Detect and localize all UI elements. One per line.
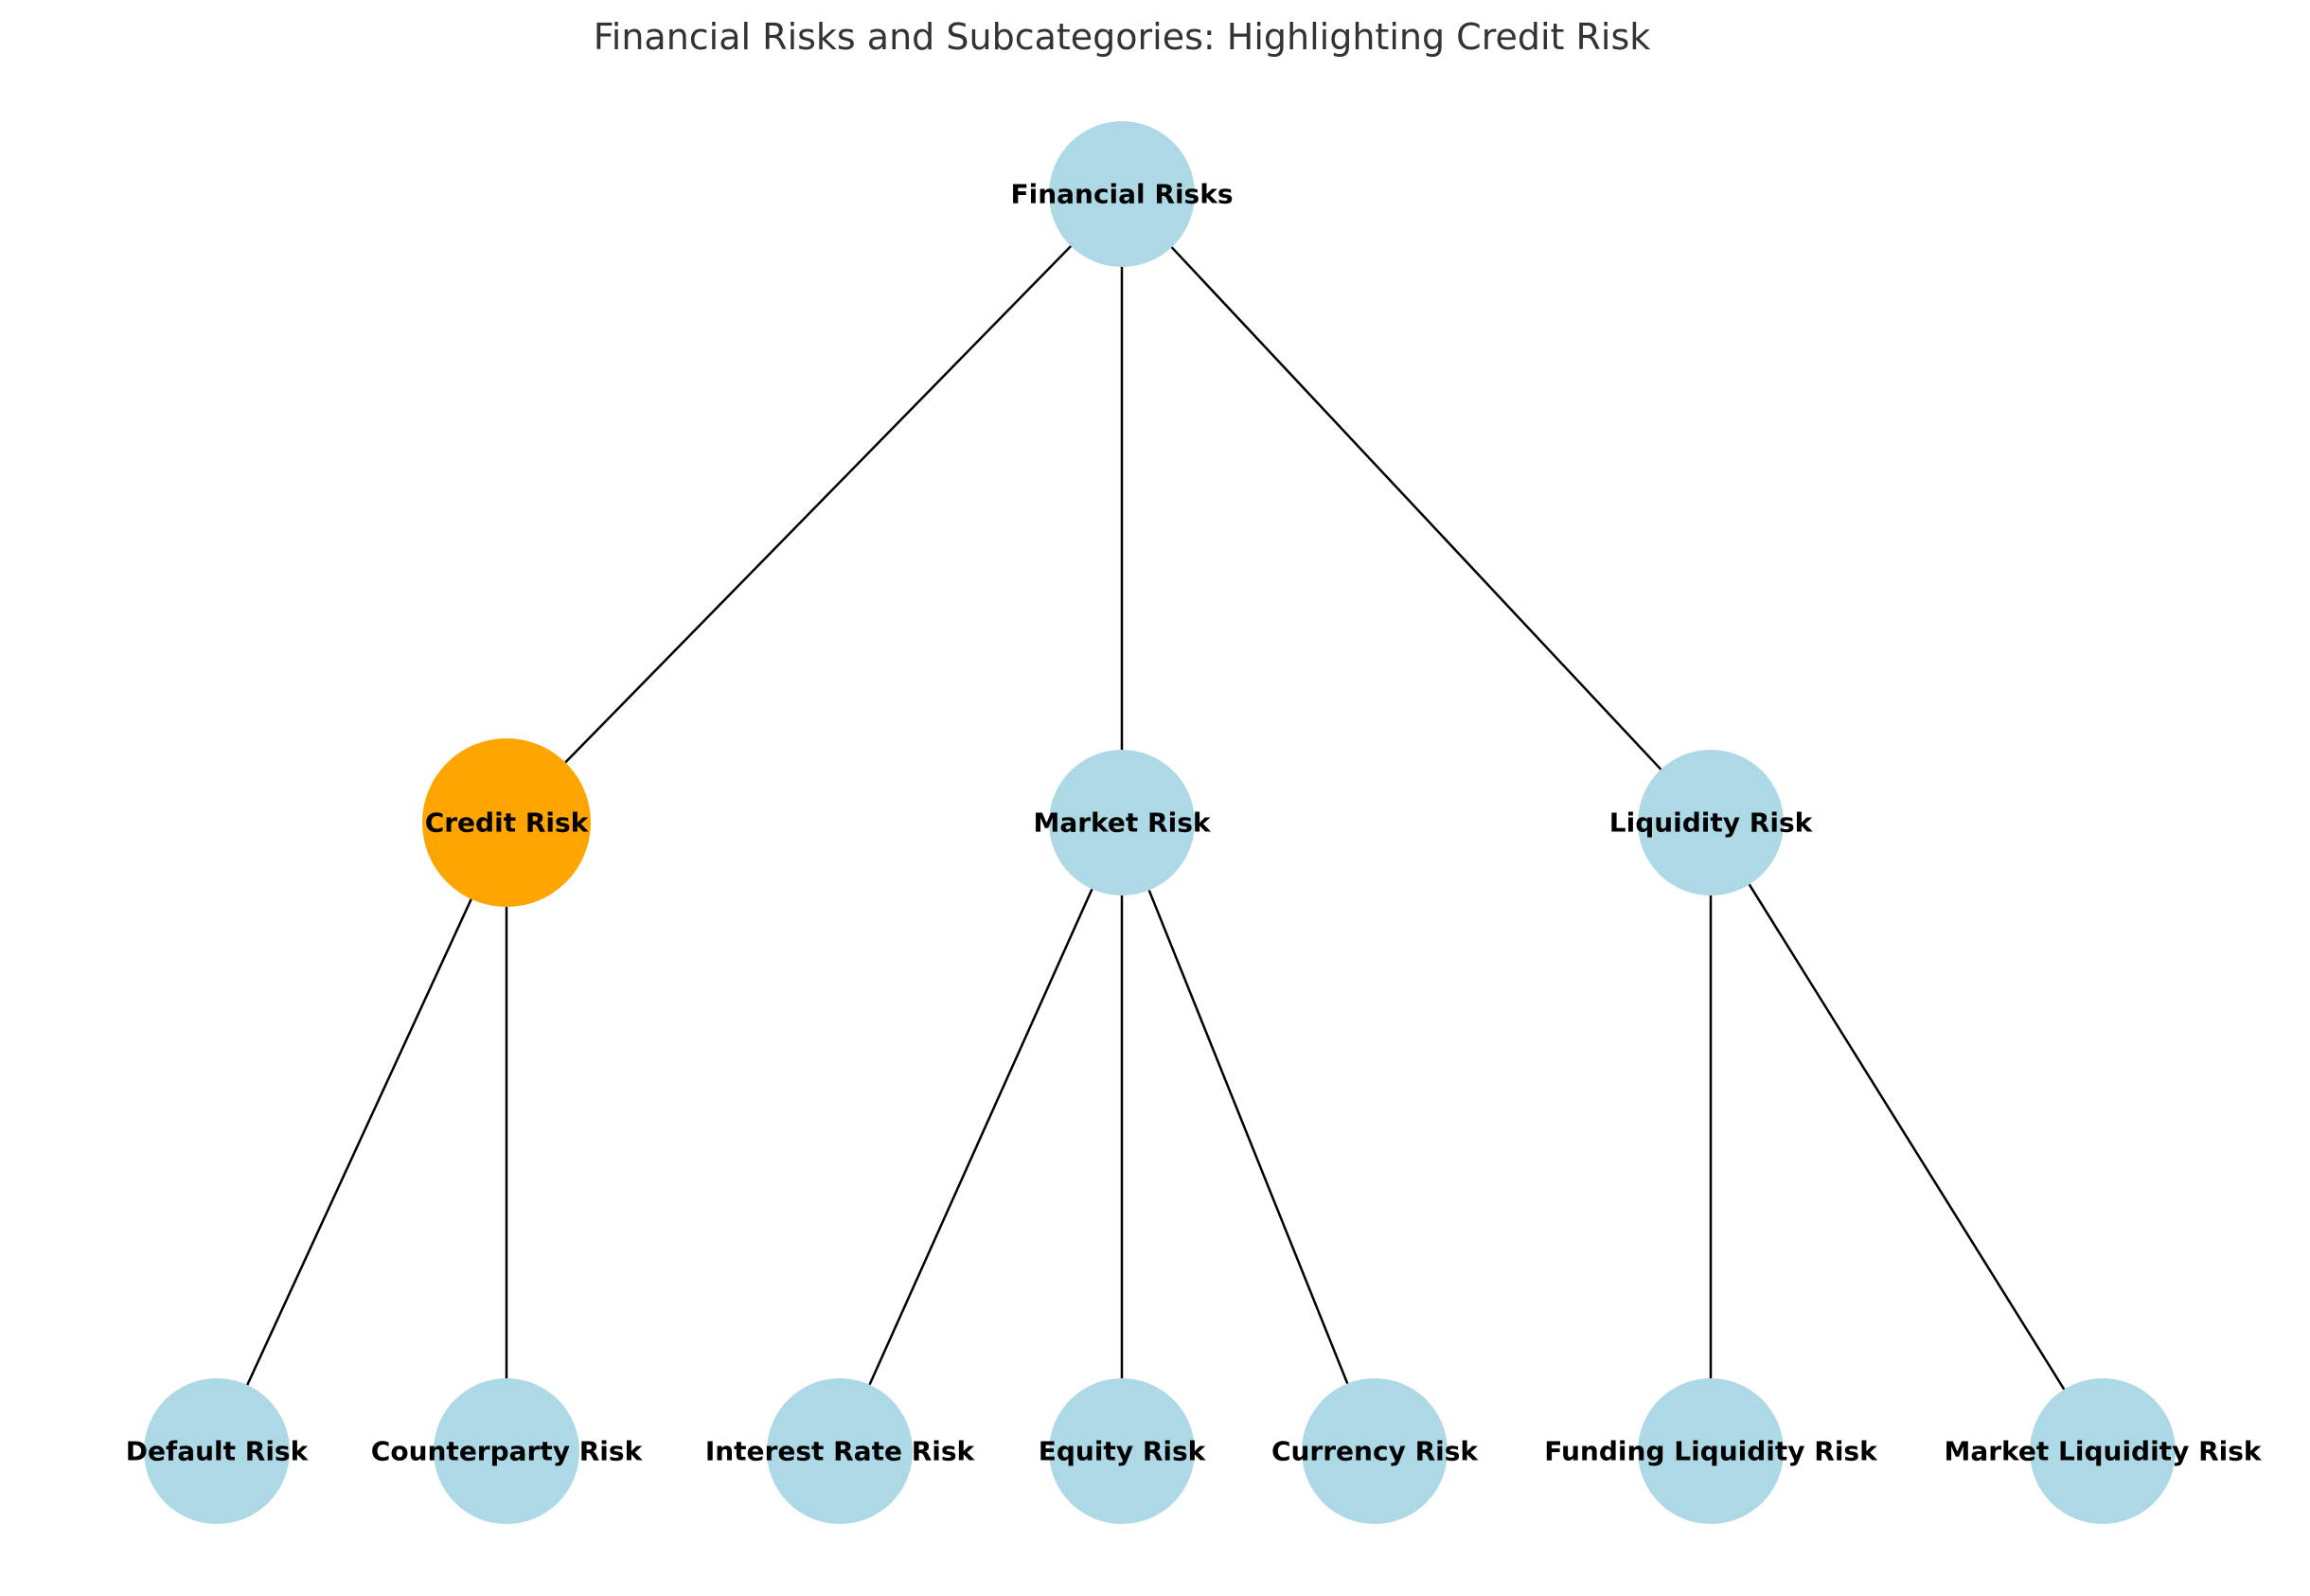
node-circle-financial (1049, 121, 1195, 267)
edge-group (246, 245, 2066, 1391)
node-funding: Funding Liquidity Risk (1544, 1378, 1878, 1524)
node-label-currency: Currency Risk (1271, 1436, 1479, 1467)
node-circle-interest (767, 1378, 913, 1524)
node-counterparty: Counterparty Risk (371, 1378, 644, 1524)
node-label-market: Market Risk (1033, 807, 1211, 839)
node-circle-mliquidity (2030, 1378, 2176, 1524)
node-mliquidity: Market Liquidity Risk (1944, 1378, 2263, 1524)
node-circle-equity (1049, 1378, 1195, 1524)
node-label-counterparty: Counterparty Risk (371, 1436, 644, 1467)
node-liquidity: Liquidity Risk (1609, 750, 1814, 896)
diagram-title: Financial Risks and Subcategories: Highl… (594, 16, 1651, 58)
node-circle-default (144, 1378, 290, 1524)
node-circle-credit (422, 738, 591, 907)
node-currency: Currency Risk (1271, 1378, 1479, 1524)
node-label-interest: Interest Rate Risk (705, 1436, 976, 1467)
node-label-financial: Financial Risks (1010, 179, 1233, 210)
node-label-credit: Credit Risk (425, 807, 590, 839)
node-credit: Credit Risk (422, 738, 591, 907)
node-label-liquidity: Liquidity Risk (1609, 807, 1814, 839)
node-label-mliquidity: Market Liquidity Risk (1944, 1436, 2262, 1467)
edge-financial-liquidity (1170, 246, 1662, 771)
node-interest: Interest Rate Risk (705, 1378, 976, 1524)
edge-financial-credit (564, 245, 1073, 764)
node-circle-currency (1302, 1378, 1448, 1524)
edge-credit-default (246, 898, 472, 1386)
node-label-default: Default Risk (126, 1436, 310, 1467)
node-circle-funding (1638, 1378, 1784, 1524)
node-label-equity: Equity Risk (1039, 1436, 1207, 1467)
edge-liquidity-mliquidity (1748, 883, 2066, 1391)
node-equity: Equity Risk (1039, 1378, 1207, 1524)
edge-market-currency (1147, 889, 1349, 1385)
node-financial: Financial Risks (1010, 121, 1234, 267)
node-circle-liquidity (1638, 750, 1784, 896)
node-circle-counterparty (434, 1378, 579, 1524)
node-market: Market Risk (1033, 750, 1212, 896)
node-label-funding: Funding Liquidity Risk (1544, 1436, 1878, 1467)
node-circle-market (1049, 750, 1195, 896)
edge-market-interest (868, 888, 1093, 1386)
node-default: Default Risk (126, 1378, 310, 1524)
